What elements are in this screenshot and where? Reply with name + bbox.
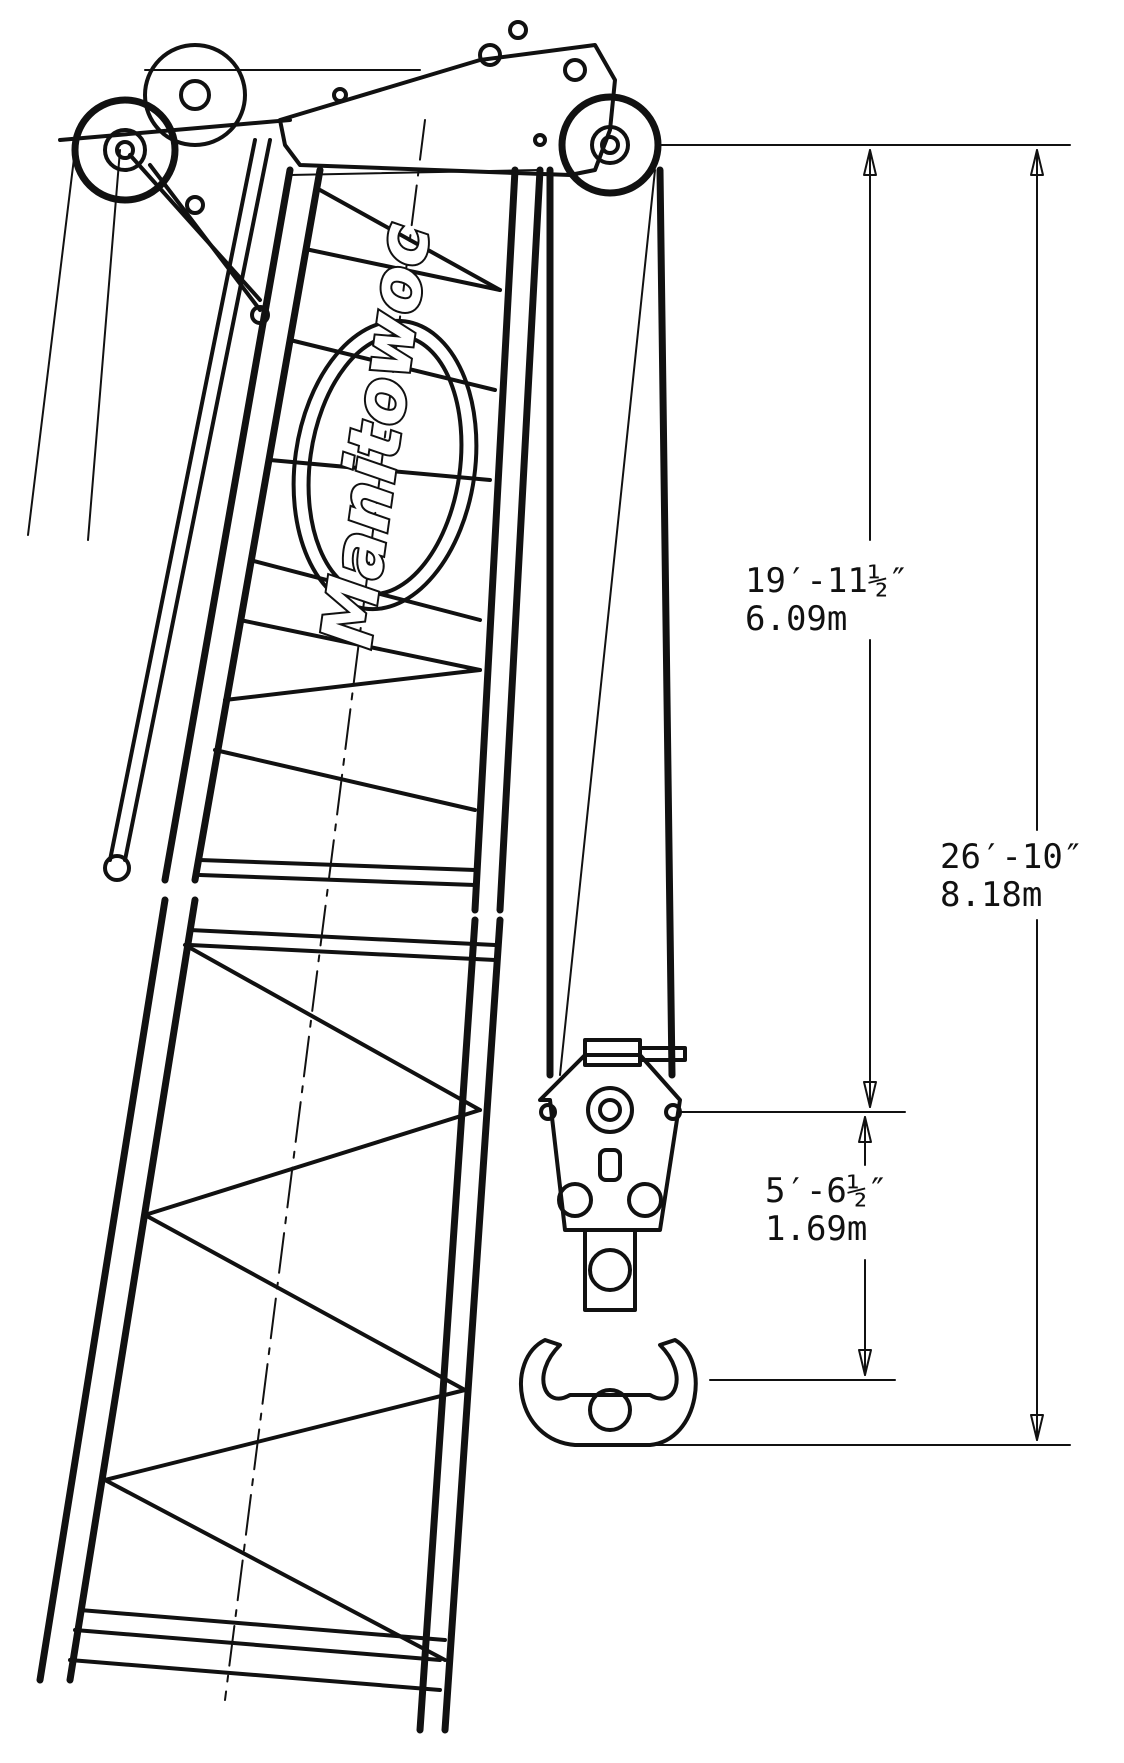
boom-lower-section bbox=[36, 896, 504, 1734]
dimension-overall: 26′-10″ 8.18m bbox=[940, 149, 1083, 1441]
hoist-lines bbox=[27, 149, 121, 541]
dimension-extension-lines bbox=[654, 144, 1071, 1446]
pendant-brace bbox=[103, 138, 272, 882]
dimension-upper-imperial: 19′-11½″ bbox=[745, 561, 909, 601]
dimension-lower: 5′-6½″ 1.69m bbox=[765, 1116, 888, 1376]
dimension-lower-imperial: 5′-6½″ bbox=[765, 1171, 888, 1211]
boom-tip-sheave-left bbox=[58, 96, 292, 325]
boom-upper-section bbox=[161, 166, 544, 914]
upper-sheave-left bbox=[143, 43, 421, 147]
dimension-overall-imperial: 26′-10″ bbox=[940, 837, 1083, 877]
rope-falls bbox=[546, 166, 676, 1079]
dimension-upper: 19′-11½″ 6.09m bbox=[745, 149, 909, 1108]
dimension-lower-metric: 1.69m bbox=[765, 1209, 867, 1249]
boom-tip-sheave-right bbox=[558, 93, 662, 197]
dimension-upper-metric: 6.09m bbox=[745, 599, 847, 639]
dimension-overall-metric: 8.18m bbox=[940, 875, 1042, 915]
boom-centerline bbox=[224, 119, 426, 1701]
hook-block bbox=[519, 1038, 698, 1447]
